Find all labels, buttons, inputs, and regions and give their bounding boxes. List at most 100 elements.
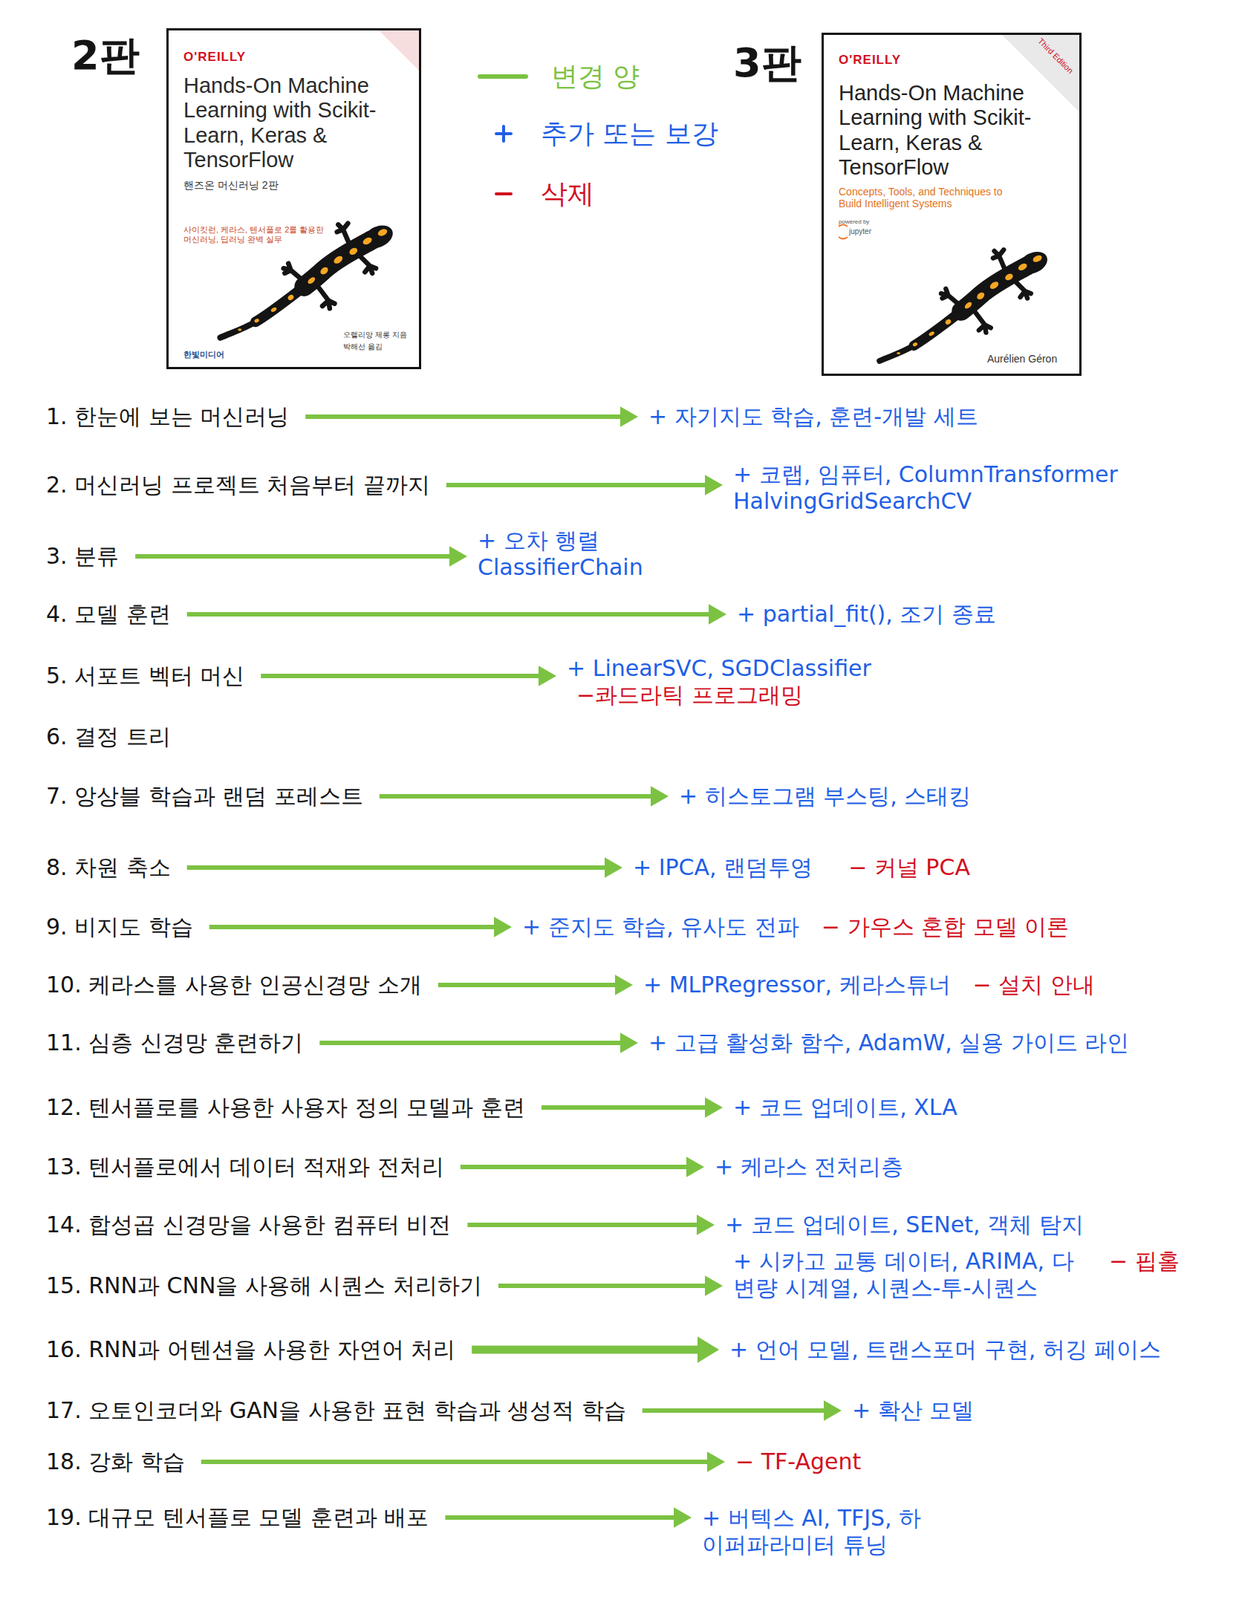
change-arrow <box>498 1275 723 1297</box>
change-text: + 케라스 전처리층 <box>714 1153 904 1181</box>
change-note: + 버텍스 AI, TFJS, 하이퍼파라미터 튜닝 <box>691 1501 940 1562</box>
change-note: + partial_fit(), 조기 종료 <box>726 597 997 631</box>
chapter-title: 19. 대규모 텐서플로 모델 훈련과 배포 <box>46 1504 429 1531</box>
chapter-label: 4. 모델 훈련 <box>46 597 188 631</box>
change-note: + 고급 활성화 함수, AdamW, 실용 가이드 라인 <box>638 1026 1130 1060</box>
legend-item: 추가 또는 보강 <box>467 115 780 153</box>
change-note: + IPCA, 랜덤투영− 커널 PCA <box>622 851 971 884</box>
chapter-label: 12. 텐서플로를 사용한 사용자 정의 모델과 훈련 <box>46 1091 542 1124</box>
chapter-label: 16. RNN과 어텐션을 사용한 자연어 처리 <box>46 1333 472 1367</box>
edition-label: 2판 <box>71 32 140 79</box>
chapter-label: 10. 케라스를 사용한 인공신경망 소개 <box>46 968 439 1002</box>
text-holder: 변경 양 <box>551 57 640 96</box>
legend-swatch <box>467 115 540 153</box>
chapter-label: 5. 서포트 벡터 머신 <box>46 659 261 693</box>
change-arrow <box>187 857 623 878</box>
text-holder: 한빛미디어 <box>183 349 225 360</box>
change-text: + 버텍스 AI, TFJS, 하이퍼파라미터 튜닝 <box>701 1504 940 1559</box>
change-text: − 설치 안내 <box>973 971 1095 999</box>
chapter-title: 17. 오토인코더와 GAN을 사용한 표현 학습과 생성적 학습 <box>46 1397 627 1424</box>
change-text: + LinearSVC, SGDClassifier <box>566 655 872 682</box>
change-arrow <box>438 974 633 996</box>
edition-label: 3판 <box>733 40 802 87</box>
cover-text: O'REILLY <box>838 52 902 68</box>
chapter-title: 5. 서포트 벡터 머신 <box>46 662 245 690</box>
chapter-title: 14. 합성곱 신경망을 사용한 컴퓨터 비전 <box>46 1211 451 1239</box>
chapter-label: 15. RNN과 CNN을 사용해 시퀀스 처리하기 <box>46 1269 499 1303</box>
change-text: + partial_fit(), 조기 종료 <box>736 600 997 628</box>
chapter-label: 8. 차원 축소 <box>46 851 188 884</box>
change-note: + 코드 업데이트, SENet, 객체 탐지 <box>714 1208 1084 1242</box>
cover-text: Concepts, Tools, and Techniques to Build… <box>838 185 1025 210</box>
change-note: + 언어 모델, 트랜스포머 구현, 허깅 페이스 <box>719 1333 1162 1367</box>
legend-item: 삭제 <box>467 175 780 213</box>
change-arrow <box>209 916 512 938</box>
change-text: + 코드 업데이트, SENet, 객체 탐지 <box>724 1211 1084 1239</box>
change-text: + 확산 모델 <box>851 1397 974 1424</box>
change-arrow <box>444 1507 692 1528</box>
cover-text: Hands-On Machine Learning with Scikit-Le… <box>183 73 418 173</box>
change-note: + 히스토그램 부스팅, 스태킹 <box>668 779 971 813</box>
chapter-label: 14. 합성곱 신경망을 사용한 컴퓨터 비전 <box>46 1208 468 1242</box>
change-arrow <box>135 545 468 567</box>
change-note: + 시카고 교통 데이터, ARIMA, 다변량 시계열, 시퀀스-투-시퀀스−… <box>722 1244 1180 1305</box>
change-arrow <box>446 474 723 496</box>
change-note: + 오차 행렬 ClassifierChain <box>467 524 701 584</box>
book-cover: O'REILLYThird EditionHands-On Machine Le… <box>821 32 1082 376</box>
change-note: − TF-Agent <box>724 1445 861 1479</box>
cover-text: 오렐리앙 제롱 지음 <box>343 330 408 340</box>
text-holder: Hands-On Machine Learning with Scikit-Le… <box>838 80 1073 180</box>
text-holder: 삭제 <box>540 175 595 213</box>
text-holder: 사이킷런, 케라스, 텐서플로 2를 활용한 머신러닝, 딥러닝 완벽 실무 <box>183 225 325 244</box>
change-text: + 코랩, 임퓨터, ColumnTransformer HalvingGrid… <box>733 461 1194 515</box>
change-note: + 준지도 학습, 유사도 전파− 가우스 혼합 모델 이론 <box>511 910 1069 944</box>
chapter-title: 7. 앙상블 학습과 랜덤 포레스트 <box>46 782 364 810</box>
text-holder: O'REILLY <box>838 52 902 68</box>
chapter-title: 11. 심층 신경망 훈련하기 <box>46 1029 304 1057</box>
change-arrow <box>319 1032 639 1054</box>
change-text: − 핍홀 <box>1109 1247 1180 1275</box>
cover-text: jupyter <box>849 227 872 237</box>
change-arrow <box>201 1451 725 1473</box>
chapter-label: 9. 비지도 학습 <box>46 910 210 944</box>
chapter-label: 7. 앙상블 학습과 랜덤 포레스트 <box>46 779 380 813</box>
change-text: + MLPRegressor, 케라스튜너 <box>643 971 951 999</box>
chapter-title: 4. 모델 훈련 <box>46 600 171 628</box>
cover-text: powered by <box>838 218 870 226</box>
cover-text: 사이킷런, 케라스, 텐서플로 2를 활용한 머신러닝, 딥러닝 완벽 실무 <box>183 225 325 244</box>
change-text: −콰드라틱 프로그래밍 <box>576 681 872 709</box>
chapter-title: 10. 케라스를 사용한 인공신경망 소개 <box>46 971 422 999</box>
chapter-title: 8. 차원 축소 <box>46 854 171 881</box>
chapter-title: 15. RNN과 CNN을 사용해 시퀀스 처리하기 <box>46 1272 483 1300</box>
chapter-title: 16. RNN과 어텐션을 사용한 자연어 처리 <box>46 1336 456 1364</box>
change-note: + 코드 업데이트, XLA <box>722 1091 958 1124</box>
change-arrow <box>305 406 639 428</box>
change-note: + 자기지도 학습, 훈련-개발 세트 <box>638 400 979 434</box>
chapter-label: 1. 한눈에 보는 머신러닝 <box>46 400 306 434</box>
legend-text: 삭제 <box>540 175 595 213</box>
change-text: + 고급 활성화 함수, AdamW, 실용 가이드 라인 <box>648 1029 1130 1057</box>
corner-ribbon <box>378 30 419 76</box>
change-arrow <box>471 1336 720 1364</box>
text-holder: Hands-On Machine Learning with Scikit-Le… <box>183 73 418 173</box>
change-text: + 코드 업데이트, XLA <box>733 1094 958 1121</box>
chapter-label: 18. 강화 학습 <box>46 1445 202 1479</box>
text-holder: jupyter <box>849 227 872 237</box>
chapter-title: 2. 머신러닝 프로젝트 처음부터 끝까지 <box>46 471 431 499</box>
change-arrow <box>460 1156 705 1178</box>
text-holder: Concepts, Tools, and Techniques to Build… <box>838 185 1025 210</box>
change-note: + 케라스 전처리층 <box>704 1150 904 1184</box>
change-text: + 히스토그램 부스팅, 스태킹 <box>678 782 971 810</box>
cover-text: 핸즈온 머신러닝 2판 <box>183 179 279 191</box>
change-note: + 코랩, 임퓨터, ColumnTransformer HalvingGrid… <box>722 458 1194 518</box>
change-note: + MLPRegressor, 케라스튜너 − 설치 안내 <box>632 968 1095 1002</box>
legend-text: 변경 양 <box>551 57 640 96</box>
text-holder: 오렐리앙 제롱 지음 <box>343 330 408 340</box>
chapter-label: 6. 결정 트리 <box>46 720 188 754</box>
text-holder: powered by <box>838 218 870 226</box>
chapter-title: 6. 결정 트리 <box>46 723 171 751</box>
chapter-label: 17. 오토인코더와 GAN을 사용한 표현 학습과 생성적 학습 <box>46 1394 643 1427</box>
cover-text: 박해선 옮김 <box>343 342 383 352</box>
legend-swatch <box>467 175 540 213</box>
